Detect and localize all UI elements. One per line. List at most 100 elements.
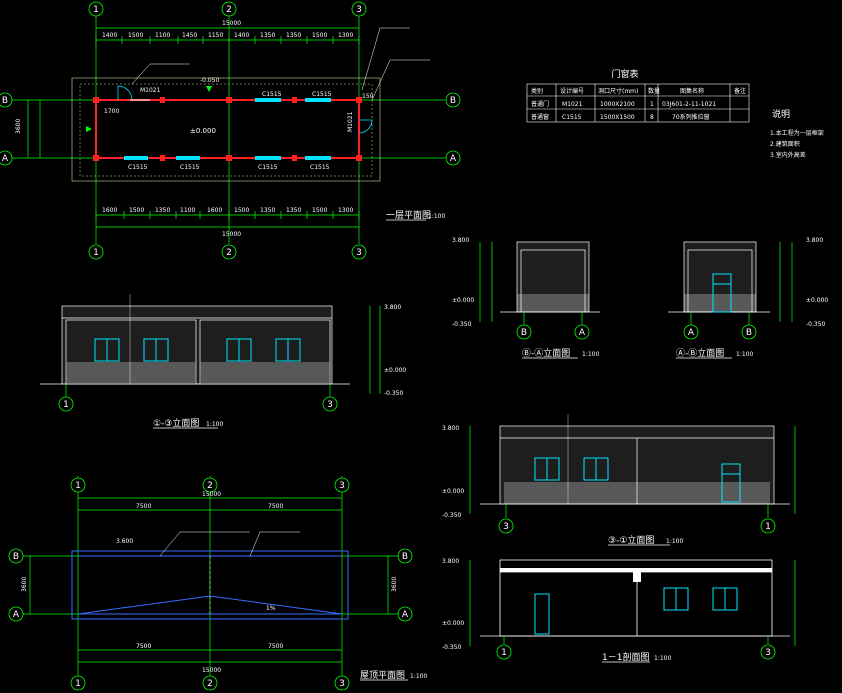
- dim-text: 1350: [260, 207, 275, 214]
- axis-bubble-2: 2: [207, 679, 213, 689]
- dim-text: 1300: [338, 32, 353, 39]
- elev-zero: ±0.000: [442, 488, 464, 495]
- total-dim-bottom: 15000: [222, 231, 241, 238]
- axis-bubble-B: B: [521, 328, 527, 338]
- table-header: 图集名称: [680, 87, 704, 95]
- dim-text: 7500: [136, 643, 151, 650]
- axis-bubble-A: A: [2, 154, 9, 164]
- dim-text: 1500: [129, 207, 144, 214]
- table-cell: 03J601-2-11-1021: [662, 101, 716, 108]
- axis-bubble-2: 2: [207, 481, 213, 491]
- axis-bubble-3: 3: [765, 648, 771, 658]
- axis-bubble-1: 1: [75, 481, 81, 491]
- elev-top: 3.800: [384, 304, 401, 311]
- door-label: M1021: [140, 87, 161, 94]
- elevation-title: Ⓐ-Ⓑ立面图: [676, 347, 724, 359]
- dim-text: 3600: [21, 577, 28, 592]
- axis-bubble-1: 1: [93, 248, 99, 258]
- elev-top: 3.800: [806, 237, 823, 244]
- axis-bubble-2: 2: [226, 5, 232, 15]
- axis-bubble-3: 3: [339, 679, 345, 689]
- axis-bubble-A: A: [13, 610, 20, 620]
- plan-scale: 1:100: [428, 213, 445, 220]
- axis-bubble-B: B: [746, 328, 752, 338]
- table-cell: 8: [650, 114, 654, 121]
- table-cell: C1515: [562, 114, 582, 121]
- elev-base: -0.350: [384, 390, 404, 397]
- elevation-title: ③-①立面图: [608, 534, 654, 546]
- plan-title: 一层平面图: [386, 210, 431, 221]
- window-label: C1515: [180, 164, 200, 171]
- window-label: C1515: [128, 164, 148, 171]
- axis-bubble-A: A: [402, 610, 409, 620]
- dim-text: 1500: [312, 32, 327, 39]
- elev-zero: ±0.000: [384, 367, 406, 374]
- table-header: 类别: [531, 87, 543, 95]
- total-dim-bottom: 15000: [202, 667, 221, 674]
- elev-base: -0.350: [442, 644, 462, 651]
- dim-text: 1500: [128, 32, 143, 39]
- elevation-scale: 1:100: [582, 351, 599, 358]
- section-1-1: 1 3 3.800 ±0.000 -0.350 1－1剖面图 1:100: [442, 558, 796, 663]
- table-header: 洞口尺寸(mm): [598, 87, 638, 95]
- axis-bubble-1: 1: [75, 679, 81, 689]
- total-dim: 15000: [202, 491, 221, 498]
- elev-base: -0.350: [806, 321, 826, 328]
- elev-top: 3.800: [442, 558, 459, 565]
- axis-bubble-A: A: [579, 328, 586, 338]
- table-cell: 普通门: [531, 100, 549, 108]
- dim-text: 1350: [286, 207, 301, 214]
- axis-bubble-A: A: [688, 328, 695, 338]
- dim-text: 1350: [260, 32, 275, 39]
- dim-text: 1400: [234, 32, 249, 39]
- elev-base: -0.350: [442, 512, 462, 519]
- elevation-scale: 1:100: [736, 351, 753, 358]
- axis-bubble-1: 1: [765, 522, 771, 532]
- notes-title: 说明: [772, 108, 790, 120]
- dim-text: 7500: [136, 503, 151, 510]
- axis-bubble-A: A: [450, 154, 457, 164]
- dim-text: 1100: [155, 32, 170, 39]
- axis-bubble-1: 1: [93, 5, 99, 15]
- elevation-B-A: B A 3.800 ±0.000 -0.350 Ⓑ-Ⓐ立面图 1:100: [452, 237, 600, 359]
- elevation-title: Ⓑ-Ⓐ立面图: [522, 347, 570, 359]
- dim-1700: 1700: [104, 108, 119, 115]
- axis-bubble-3: 3: [327, 400, 333, 410]
- axis-bubble-B: B: [402, 552, 408, 562]
- dim-text: 7500: [268, 643, 283, 650]
- table-cell: 70系列推拉窗: [672, 113, 710, 121]
- dim-text: 3600: [391, 577, 398, 592]
- dim-text: 1350: [155, 207, 170, 214]
- window-label: C1515: [310, 164, 330, 171]
- dim-text: 1600: [102, 207, 117, 214]
- door-label: M1021: [347, 111, 354, 132]
- window-label: C1515: [258, 164, 278, 171]
- dim-text: 1600: [207, 207, 222, 214]
- elev-zero: ±0.000: [452, 297, 474, 304]
- section-title: 1－1剖面图: [602, 651, 649, 663]
- dim-text: 7500: [268, 503, 283, 510]
- elevation-3-1: 3 1 3.800 ±0.000 -0.350 ③-①立面图 1:100: [442, 414, 796, 546]
- table-cell: 1500X1500: [600, 114, 635, 121]
- axis-bubble-B: B: [2, 96, 8, 106]
- door-window-table: 门窗表 类别 设计编号 洞口尺寸(mm) 数量 图集名称 备注 普通门 M102…: [526, 68, 750, 123]
- slope-label: 1%: [266, 605, 276, 612]
- dim-text: 3600: [15, 119, 22, 134]
- table-cell: M1021: [562, 101, 583, 108]
- window-label: C1515: [312, 91, 332, 98]
- elev-zero: ±0.000: [442, 620, 464, 627]
- svg-text:±0.000: ±0.000: [190, 127, 216, 135]
- elev-zero: ±0.000: [806, 297, 828, 304]
- elevation-label: 3.600: [116, 538, 133, 545]
- note-line: 3.室内外高差: [770, 151, 806, 159]
- axis-bubble-2: 2: [226, 248, 232, 258]
- total-dim: 15000: [222, 20, 241, 27]
- dim-text: 1500: [234, 207, 249, 214]
- axis-bubble-3: 3: [356, 248, 362, 258]
- level-label: -0.050: [200, 77, 220, 84]
- elev-top: 3.800: [442, 425, 459, 432]
- dim-text: 1100: [180, 207, 195, 214]
- notes: 说明 1.本工程为一层框架 2.建筑面积 3.室内外高差: [770, 108, 824, 159]
- table-header: 数量: [648, 87, 660, 95]
